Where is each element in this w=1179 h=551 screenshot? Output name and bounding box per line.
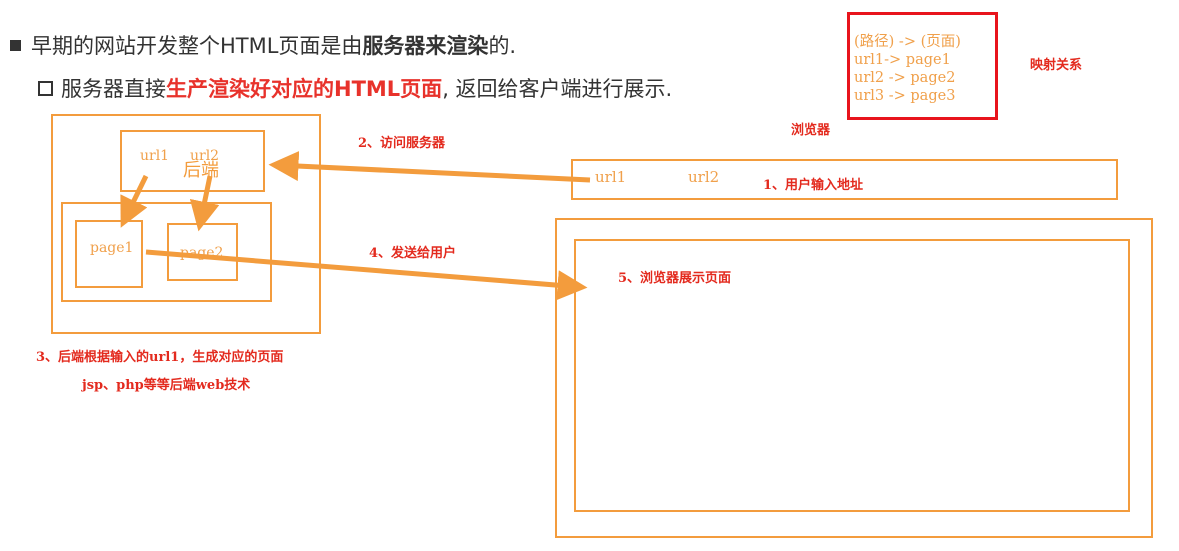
browser-window-inner xyxy=(574,239,1130,512)
heading-line-2: 服务器直接生产渲染好对应的HTML页面, 返回给客户端进行展示. xyxy=(38,73,672,103)
browser-window-outer xyxy=(555,218,1153,538)
backend-url1: url1 xyxy=(140,148,170,164)
heading-1-bold: 服务器来渲染 xyxy=(362,34,489,58)
heading-line-1: 早期的网站开发整个HTML页面是由服务器来渲染的. xyxy=(10,30,516,60)
step-5-label: 5、浏览器展示页面 xyxy=(618,271,732,286)
address-url2: url2 xyxy=(688,168,720,186)
step-3-label-line1: 3、后端根据输入的url1，生成对应的页面 xyxy=(36,350,284,365)
page1-label: page1 xyxy=(90,240,134,256)
backend-url2: url2 xyxy=(190,148,220,164)
arrow-url2-to-page2 xyxy=(189,175,220,232)
arrow-url1-to-page1 xyxy=(120,174,149,228)
step-1-label: 1、用户输入地址 xyxy=(763,178,864,193)
backend-url-box xyxy=(120,130,265,192)
hollow-square-bullet-icon xyxy=(38,80,53,96)
heading-2-suffix: , 返回给客户端进行展示. xyxy=(442,77,673,101)
mapping-line-header: (路径) -> (页面) xyxy=(854,34,961,50)
mapping-label: 映射关系 xyxy=(1030,58,1083,73)
mapping-box: (路径) -> (页面) url1-> page1 url2 -> page2 … xyxy=(847,12,998,120)
heading-1-text: 早期的网站开发整个HTML页面是由 xyxy=(31,34,363,58)
mapping-line-url2: url2 -> page2 xyxy=(854,70,956,86)
arrow-page1-to-browser xyxy=(145,249,588,301)
browser-label: 浏览器 xyxy=(791,123,831,138)
heading-2-highlight: 生产渲染好对应的HTML页面 xyxy=(166,77,443,101)
step-4-label: 4、发送给用户 xyxy=(369,246,457,261)
step-2-label: 2、访问服务器 xyxy=(358,136,446,151)
mapping-line-url3: url3 -> page3 xyxy=(854,88,956,104)
backend-pages-box xyxy=(61,202,272,302)
page1-box xyxy=(75,220,143,288)
arrow-address-to-server xyxy=(268,151,591,183)
backend-label: 后端 xyxy=(183,160,219,181)
mapping-line-url1: url1-> page1 xyxy=(854,52,951,68)
filled-square-bullet-icon xyxy=(10,39,21,51)
address-url1: url1 xyxy=(595,168,627,186)
heading-1-suffix: 的. xyxy=(488,34,517,58)
backend-server-box xyxy=(51,114,321,334)
heading-2-text: 服务器直接 xyxy=(61,77,166,101)
step-3-label-line2: jsp、php等等后端web技术 xyxy=(82,378,251,393)
